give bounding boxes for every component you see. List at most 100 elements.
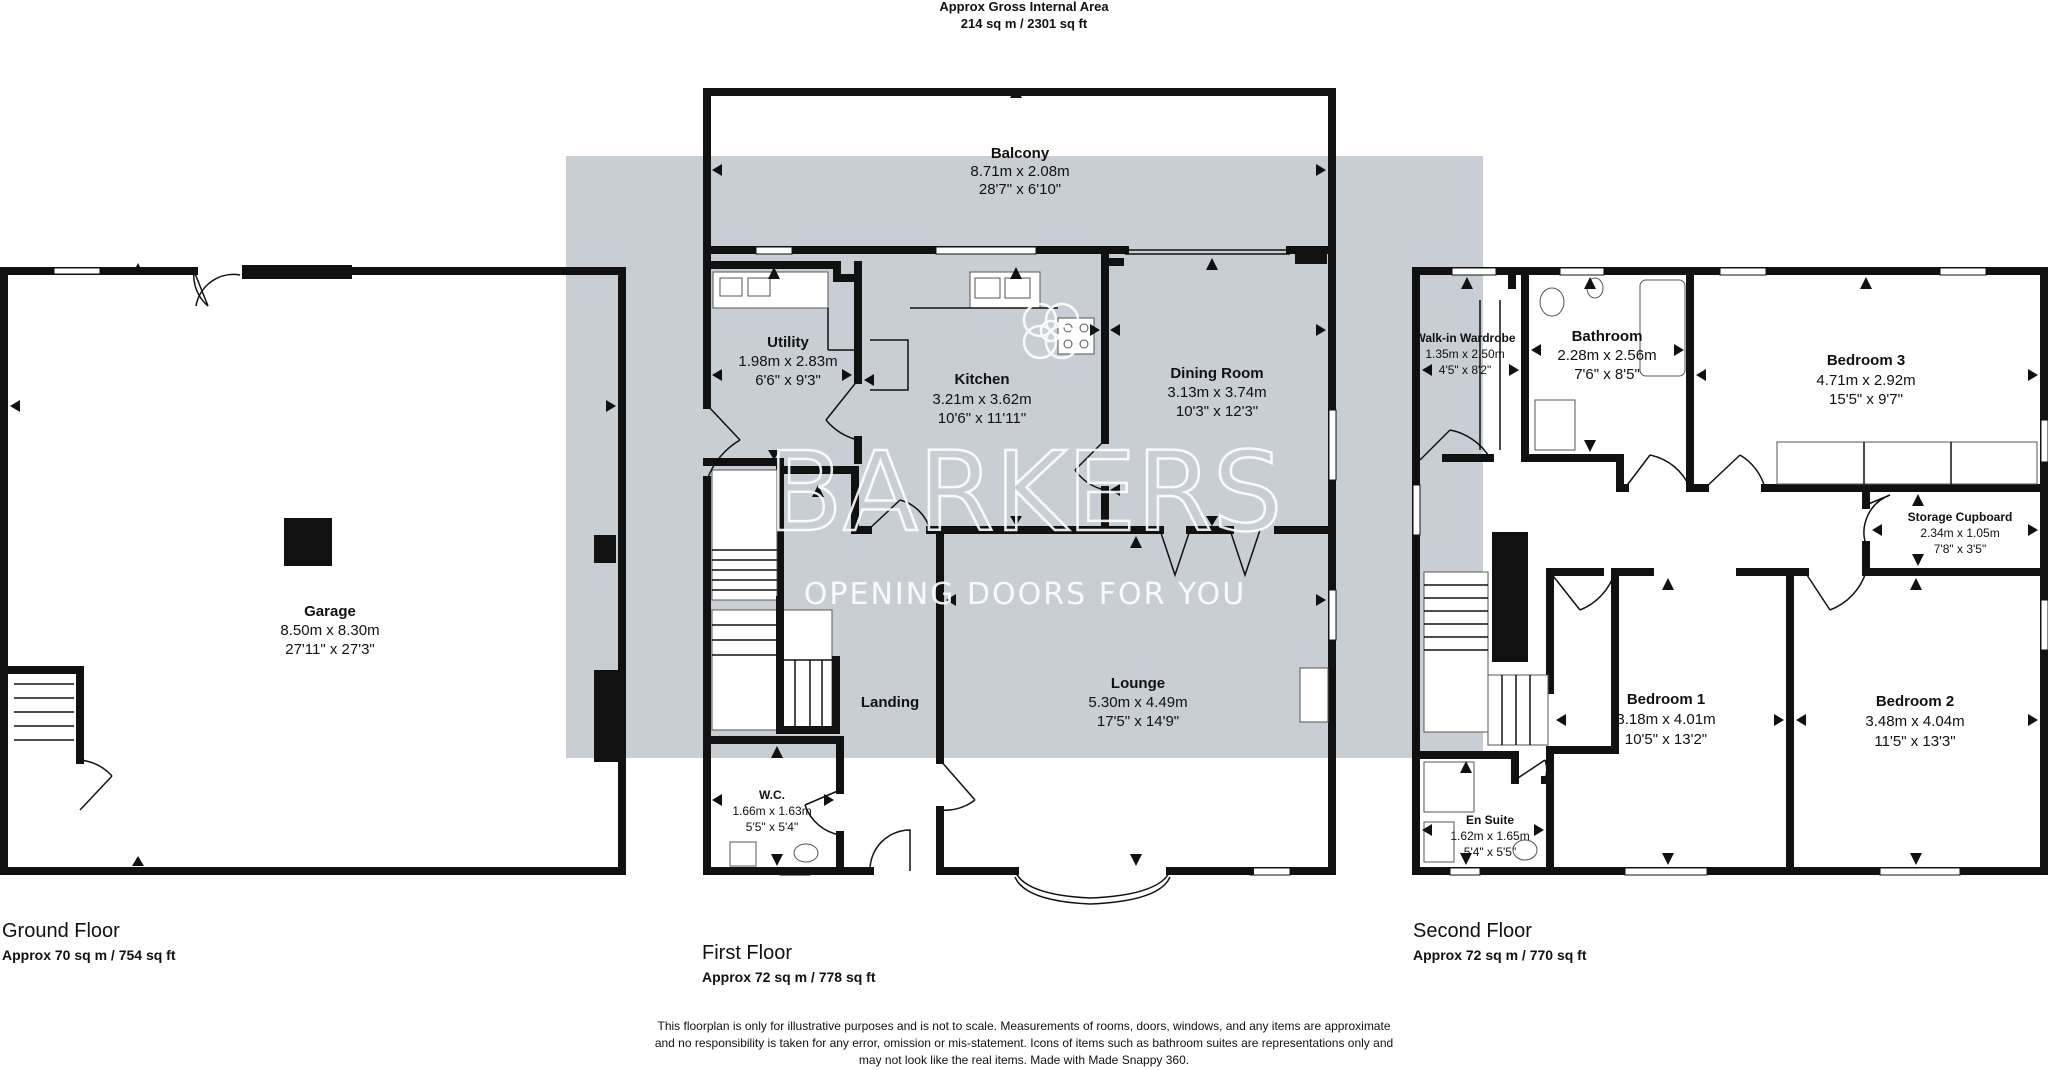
dining-metric: 3.13m x 3.74m xyxy=(1167,384,1266,401)
second-floor-stairs xyxy=(1423,571,1549,746)
ground-floor-plan: Garage 8.50m x 8.30m 27'11" x 27'3" xyxy=(0,263,626,875)
bathroom-left-wall xyxy=(1521,267,1624,462)
kitchen-window xyxy=(935,246,1037,255)
arrow-marker xyxy=(606,400,616,412)
garage-metric: 8.50m x 8.30m xyxy=(280,622,379,639)
bedroom3-wardrobes xyxy=(1776,441,2038,485)
kitchen-door xyxy=(825,379,859,441)
bathroom-shower xyxy=(1534,399,1576,451)
kitchen-imperial: 10'6" x 11'11" xyxy=(938,410,1026,427)
wc-imperial: 5'5" x 5'4" xyxy=(746,820,798,834)
wc-name: W.C. xyxy=(759,788,785,802)
storage-metric: 2.34m x 1.05m xyxy=(1920,526,1999,540)
bedroom2-metric: 3.48m x 4.04m xyxy=(1865,713,1964,730)
ground-floor-area: Approx 70 sq m / 754 sq ft xyxy=(2,947,176,963)
first-floor-area: Approx 72 sq m / 778 sq ft xyxy=(702,969,876,985)
first-floor-stairs xyxy=(711,469,840,734)
utility-window xyxy=(755,246,793,255)
utility-imperial: 6'6" x 9'3" xyxy=(755,372,821,389)
bedroom2-window xyxy=(1879,867,1961,876)
bedroom2-door xyxy=(1804,571,1867,611)
ensuite-toilet xyxy=(1423,821,1455,863)
arrow-marker xyxy=(712,164,722,176)
ensuite-imperial: 5'4" x 5'5" xyxy=(1464,845,1516,859)
kitchen-counter xyxy=(870,339,909,391)
balcony-name: Balcony xyxy=(991,145,1050,162)
bedroom3-door xyxy=(1704,454,1766,489)
second-floor-plan: Walk-in Wardrobe 1.35m x 2.50m 4'5" x 8'… xyxy=(1412,267,2048,876)
garage-pier-2 xyxy=(594,670,622,762)
bathroom-door xyxy=(1624,454,1691,489)
garage-imperial: 27'11" x 27'3" xyxy=(285,641,375,658)
bedroom1-name: Bedroom 1 xyxy=(1627,691,1705,708)
lounge-window-2 xyxy=(1249,867,1291,876)
balcony-metric: 8.71m x 2.08m xyxy=(970,163,1069,180)
bedroom2-side-window xyxy=(2040,599,2048,651)
front-door xyxy=(869,829,911,872)
wardrobe-door xyxy=(1419,429,1491,461)
watermark-tagline: OPENING DOORS FOR YOU xyxy=(804,577,1246,612)
lounge-imperial: 17'5" x 14'9" xyxy=(1097,713,1179,730)
lounge-door xyxy=(939,759,976,811)
utility-name: Utility xyxy=(767,334,809,351)
ensuite-basin xyxy=(1512,839,1538,861)
bathroom-imperial: 7'6" x 8'5" xyxy=(1574,366,1640,383)
balcony-walls xyxy=(703,88,1336,254)
arrow-marker xyxy=(132,856,144,866)
lounge-window xyxy=(1328,589,1337,641)
bathroom-window xyxy=(1559,267,1605,276)
utility-metric: 1.98m x 2.83m xyxy=(738,353,837,370)
garage-walls xyxy=(0,267,626,875)
kitchen-metric: 3.21m x 3.62m xyxy=(932,391,1031,408)
bedroom1-imperial: 10'5" x 13'2" xyxy=(1625,731,1707,748)
first-floor-arrows xyxy=(712,258,1326,866)
storage-imperial: 7'8" x 3'5" xyxy=(1934,542,1986,556)
arrow-marker xyxy=(132,263,144,275)
ground-floor-name: Ground Floor xyxy=(2,920,120,942)
disclaimer-line: and no responsibility is taken for any e… xyxy=(655,1036,1393,1050)
wc-walls xyxy=(703,736,844,794)
lounge-fireplace xyxy=(1299,667,1329,723)
garage-door-arc xyxy=(195,273,241,307)
balcony-imperial: 28'7" x 6'10" xyxy=(979,181,1061,198)
bathroom-name: Bathroom xyxy=(1572,328,1643,345)
garage-window xyxy=(53,267,101,275)
dining-door xyxy=(1074,439,1106,491)
bedroom2-name: Bedroom 2 xyxy=(1876,693,1954,710)
wc-basin xyxy=(793,843,819,863)
arrow-marker xyxy=(10,400,20,412)
garage-column xyxy=(284,518,332,566)
second-floor-arrows xyxy=(1422,277,2038,865)
ensuite-window xyxy=(1449,867,1481,876)
storage-name: Storage Cupboard xyxy=(1908,510,2013,524)
second-floor-outer-walls xyxy=(1412,267,2048,875)
garage-pier xyxy=(594,535,616,563)
dining-window xyxy=(1328,409,1337,481)
disclaimer-line: may not look like the real items. Made w… xyxy=(859,1053,1189,1067)
garage-name: Garage xyxy=(304,603,356,620)
bay-window xyxy=(1014,870,1171,899)
storage-door xyxy=(1863,494,1891,546)
bedroom3-metric: 4.71m x 2.92m xyxy=(1816,372,1915,389)
dining-corner-pier xyxy=(1295,250,1327,264)
bedroom3-imperial: 15'5" x 9'7" xyxy=(1829,391,1903,408)
utility-door xyxy=(706,404,741,481)
stair-core xyxy=(1492,532,1528,662)
lounge-name: Lounge xyxy=(1111,675,1165,692)
watermark-brand: BARKERS xyxy=(767,428,1282,556)
first-floor-plan: Balcony 8.71m x 2.08m 28'7" x 6'10" xyxy=(703,88,1337,905)
bedroom3-name: Bedroom 3 xyxy=(1827,352,1905,369)
area-total: 214 sq m / 2301 sq ft xyxy=(961,16,1088,31)
garage-door-swing xyxy=(193,270,209,307)
bedroom1-door xyxy=(1549,571,1616,611)
wc-door xyxy=(804,789,841,836)
lounge-metric: 5.30m x 4.49m xyxy=(1088,694,1187,711)
second-floor-area: Approx 72 sq m / 770 sq ft xyxy=(1413,947,1587,963)
wardrobe-window xyxy=(1451,267,1497,276)
first-floor-name: First Floor xyxy=(702,942,792,964)
dining-imperial: 10'3" x 12'3" xyxy=(1176,403,1258,420)
arrow-marker xyxy=(1316,164,1326,176)
barkers-logo-watermark: BARKERS OPENING DOORS FOR YOU xyxy=(766,302,1284,612)
landing-name: Landing xyxy=(861,694,919,711)
